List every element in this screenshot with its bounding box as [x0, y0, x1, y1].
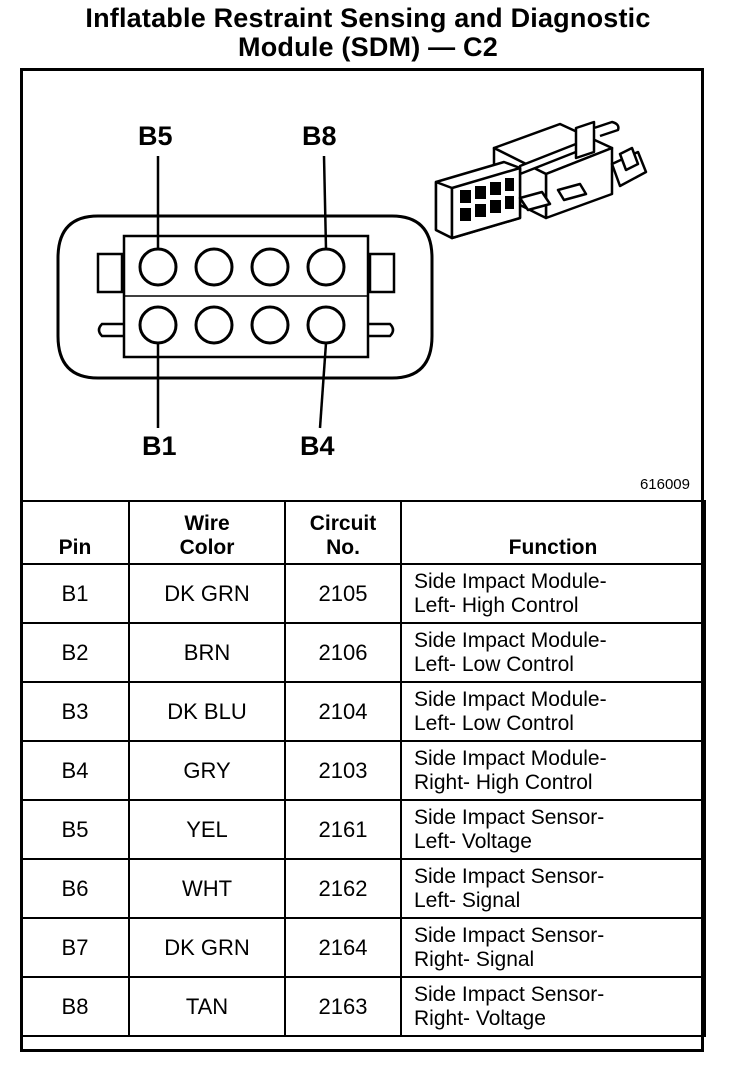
label-b8: B8	[302, 121, 337, 151]
table-row: B6 WHT 2162 Side Impact Sensor-Left- Sig…	[20, 858, 706, 919]
function-line1: Side Impact Module-	[414, 746, 607, 770]
circuit-cell: 2106	[284, 622, 402, 683]
wire-color-cell: BRN	[128, 622, 286, 683]
function-line2: Left- Voltage	[414, 829, 532, 853]
pin-cavity-b4	[306, 305, 346, 345]
connector-outline	[56, 214, 434, 380]
wire-color-cell: DK GRN	[128, 917, 286, 978]
function-cell: Side Impact Sensor-Right- Voltage	[400, 976, 706, 1037]
table-row: B1 DK GRN 2105 Side Impact Module-Left- …	[20, 563, 706, 624]
pin-cavity-b6	[194, 247, 234, 287]
function-cell: Side Impact Module-Left- Low Control	[400, 622, 706, 683]
pin-cavity-b1	[138, 305, 178, 345]
function-line2: Right- Signal	[414, 947, 535, 971]
function-cell: Side Impact Sensor-Left- Voltage	[400, 799, 706, 860]
circuit-cell: 2103	[284, 740, 402, 801]
pin-cavity-b7	[250, 247, 290, 287]
header-circuit: Circuit No.	[284, 500, 402, 565]
right-latch-top	[368, 252, 396, 294]
circuit-cell: 2104	[284, 681, 402, 742]
pin-cell: B2	[20, 622, 130, 683]
wire-color-cell: GRY	[128, 740, 286, 801]
page-title: Inflatable Restraint Sensing and Diagnos…	[0, 4, 736, 62]
pin-cell: B5	[20, 799, 130, 860]
pin-cavities	[138, 247, 346, 345]
circuit-cell: 2164	[284, 917, 402, 978]
label-b5: B5	[138, 121, 173, 151]
leader-b8	[322, 155, 328, 250]
pin-cell: B7	[20, 917, 130, 978]
left-latch-top	[96, 252, 124, 294]
connector-diagram: B5 B8 B1 B4	[56, 120, 648, 461]
table-row: B4 GRY 2103 Side Impact Module-Right- Hi…	[20, 740, 706, 801]
right-latch-bottom	[368, 322, 395, 338]
pin-cell: B8	[20, 976, 130, 1037]
function-line1: Side Impact Module-	[414, 687, 607, 711]
pin-cavity-b8	[306, 247, 346, 287]
function-cell: Side Impact Sensor-Right- Signal	[400, 917, 706, 978]
circuit-cell: 2161	[284, 799, 402, 860]
function-line1: Side Impact Module-	[414, 569, 607, 593]
header-wire-color: Wire Color	[128, 500, 286, 565]
header-function: Function	[400, 500, 706, 565]
label-b4: B4	[300, 431, 335, 461]
circuit-cell: 2163	[284, 976, 402, 1037]
function-line1: Side Impact Sensor-	[414, 923, 605, 947]
function-line1: Side Impact Module-	[414, 628, 607, 652]
table-row: B5 YEL 2161 Side Impact Sensor-Left- Vol…	[20, 799, 706, 860]
table-row: B8 TAN 2163 Side Impact Sensor-Right- Vo…	[20, 976, 706, 1037]
header-pin: Pin	[20, 500, 130, 565]
function-cell: Side Impact Module-Left- Low Control	[400, 681, 706, 742]
left-latch-bottom	[97, 322, 124, 338]
function-line2: Left- Low Control	[414, 652, 574, 676]
connector-isometric-icon	[434, 120, 648, 240]
header-circuit-line1: Circuit	[309, 512, 377, 535]
function-line2: Right- High Control	[414, 770, 593, 794]
pin-cavity-b2	[194, 305, 234, 345]
function-cell: Side Impact Sensor-Left- Signal	[400, 858, 706, 919]
leader-b4	[318, 342, 328, 429]
wire-color-cell: TAN	[128, 976, 286, 1037]
function-line2: Left- High Control	[414, 593, 579, 617]
pin-cell: B3	[20, 681, 130, 742]
pin-cell: B4	[20, 740, 130, 801]
figure-number: 616009	[639, 476, 690, 493]
function-line2: Left- Signal	[414, 888, 521, 912]
function-line2: Left- Low Control	[414, 711, 574, 735]
table-header-row: Pin Wire Color Circuit No. Function	[20, 500, 706, 565]
wire-color-cell: DK BLU	[128, 681, 286, 742]
circuit-cell: 2105	[284, 563, 402, 624]
function-cell: Side Impact Module-Right- High Control	[400, 740, 706, 801]
function-line1: Side Impact Sensor-	[414, 805, 605, 829]
header-wire-color-line2: Color	[179, 536, 235, 559]
label-b1: B1	[142, 431, 177, 461]
wire-color-cell: DK GRN	[128, 563, 286, 624]
header-circuit-line2: No.	[326, 536, 360, 559]
header-wire-color-line1: Wire	[184, 512, 230, 535]
pinout-table: Pin Wire Color Circuit No. Function B1 D…	[20, 500, 706, 1037]
table-row: B7 DK GRN 2164 Side Impact Sensor-Right-…	[20, 917, 706, 978]
leader-lines	[156, 155, 328, 429]
pin-cavity-b5	[138, 247, 178, 287]
table-row: B3 DK BLU 2104 Side Impact Module-Left- …	[20, 681, 706, 742]
function-line1: Side Impact Sensor-	[414, 982, 605, 1006]
pin-cell: B1	[20, 563, 130, 624]
pin-cavity-b3	[250, 305, 290, 345]
pin-cell: B6	[20, 858, 130, 919]
connector-face	[56, 214, 434, 380]
function-cell: Side Impact Module-Left- High Control	[400, 563, 706, 624]
function-line1: Side Impact Sensor-	[414, 864, 605, 888]
title-line-1: Inflatable Restraint Sensing and Diagnos…	[85, 3, 651, 33]
circuit-cell: 2162	[284, 858, 402, 919]
table-row: B2 BRN 2106 Side Impact Module-Left- Low…	[20, 622, 706, 683]
function-line2: Right- Voltage	[414, 1006, 546, 1030]
title-line-2: Module (SDM) — C2	[238, 32, 498, 62]
wire-color-cell: WHT	[128, 858, 286, 919]
wire-color-cell: YEL	[128, 799, 286, 860]
